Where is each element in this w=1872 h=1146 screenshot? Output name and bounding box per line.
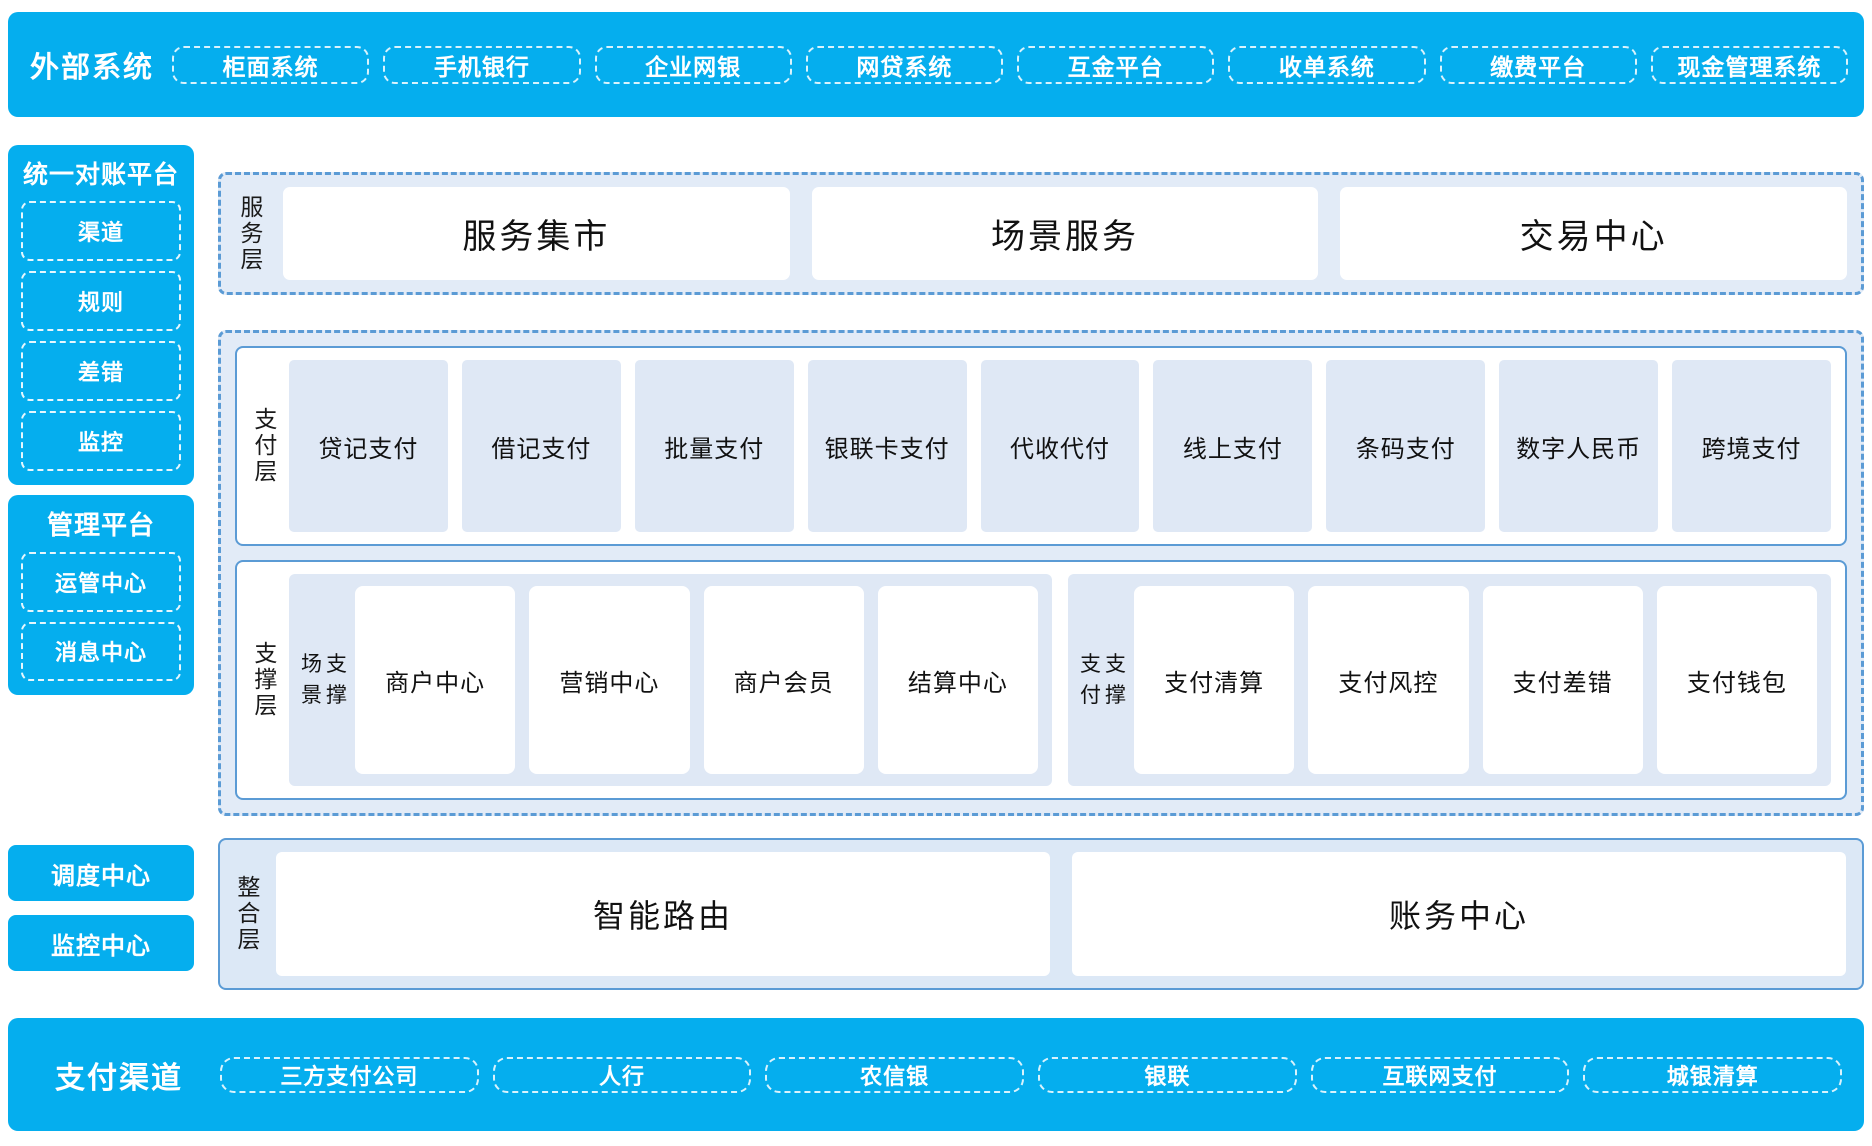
payment-channel-chip[interactable]: 互联网支付	[1310, 1056, 1570, 1093]
payment-layer-item[interactable]: 贷记支付	[289, 360, 448, 532]
support-layer-card[interactable]: 商户中心	[355, 586, 516, 774]
support-layer-label: 支撑层	[250, 641, 277, 719]
payment-channels-list: 三方支付公司人行农信银银联互联网支付城银清算	[220, 1056, 1843, 1093]
reconciliation-module-chip[interactable]: 差错	[21, 341, 181, 401]
service-layer-card[interactable]: 场景服务	[811, 187, 1319, 280]
support-layer-card[interactable]: 支付风控	[1308, 586, 1469, 774]
management-module-chip[interactable]: 消息中心	[21, 621, 181, 681]
external-system-chip[interactable]: 收单系统	[1228, 45, 1426, 84]
support-layer-group: 支付支撑支付清算支付风控支付差错支付钱包	[1068, 574, 1831, 786]
integration-layer-card[interactable]: 账务中心	[1072, 852, 1846, 976]
payment-layer-item[interactable]: 代收代付	[980, 360, 1140, 532]
payment-channel-chip[interactable]: 三方支付公司	[220, 1056, 479, 1093]
service-layer-label: 服务层	[236, 194, 263, 273]
service-layer-region: 服务层 服务集市场景服务交易中心	[218, 172, 1864, 295]
support-group-card-list: 支付清算支付风控支付差错支付钱包	[1134, 586, 1817, 774]
support-layer-card[interactable]: 支付钱包	[1656, 586, 1817, 774]
payment-channel-chip[interactable]: 人行	[492, 1056, 752, 1093]
support-group-card-list: 商户中心营销中心商户会员结算中心	[355, 586, 1038, 774]
support-layer-card: 支撑层 场景支撑商户中心营销中心商户会员结算中心支付支撑支付清算支付风控支付差错…	[235, 560, 1847, 800]
management-platform-title: 管理平台	[46, 510, 155, 540]
integration-layer-card[interactable]: 智能路由	[276, 852, 1050, 976]
external-system-chip[interactable]: 柜面系统	[172, 45, 370, 84]
payment-layer-item[interactable]: 跨境支付	[1672, 360, 1832, 532]
management-module-chip[interactable]: 运管中心	[21, 552, 181, 612]
support-layer-card[interactable]: 支付差错	[1482, 586, 1643, 774]
payment-channel-chip[interactable]: 银联	[1038, 1056, 1297, 1093]
unified-reconciliation-platform-panel[interactable]: 统一对账平台 渠道规则差错监控	[8, 145, 194, 485]
reconciliation-module-chip[interactable]: 规则	[21, 271, 181, 331]
reconciliation-module-chip[interactable]: 监控	[21, 411, 181, 471]
integration-layer-label: 整合层	[233, 875, 260, 953]
payment-channels-bar: 支付渠道 三方支付公司人行农信银银联互联网支付城银清算	[8, 1018, 1864, 1131]
external-system-chip[interactable]: 手机银行	[383, 45, 581, 84]
service-layer-card[interactable]: 交易中心	[1340, 187, 1848, 280]
scheduling-center-button[interactable]: 调度中心	[8, 845, 194, 901]
external-system-chip[interactable]: 企业网银	[594, 45, 792, 84]
external-systems-title: 外部系统	[30, 51, 155, 84]
payment-layer-card: 支付层 贷记支付借记支付批量支付银联卡支付代收代付线上支付条码支付数字人民币跨境…	[235, 346, 1847, 546]
service-layer-card[interactable]: 服务集市	[283, 187, 790, 280]
payment-layer-item[interactable]: 批量支付	[634, 360, 794, 532]
core-platform-region: 支付层 贷记支付借记支付批量支付银联卡支付代收代付线上支付条码支付数字人民币跨境…	[218, 330, 1864, 816]
payment-layer-item-list: 贷记支付借记支付批量支付银联卡支付代收代付线上支付条码支付数字人民币跨境支付	[289, 360, 1832, 532]
payment-layer-item[interactable]: 条码支付	[1326, 360, 1486, 532]
support-layer-card[interactable]: 营销中心	[529, 586, 690, 774]
management-module-list: 运管中心消息中心	[21, 552, 181, 681]
payment-layer-label: 支付层	[250, 407, 277, 485]
external-systems-bar: 外部系统 柜面系统手机银行企业网银网贷系统互金平台收单系统缴费平台现金管理系统	[8, 12, 1864, 117]
support-layer-card[interactable]: 支付清算	[1134, 586, 1295, 774]
integration-layer-card-list: 智能路由账务中心	[276, 852, 1846, 976]
external-systems-list: 柜面系统手机银行企业网银网贷系统互金平台收单系统缴费平台现金管理系统	[172, 45, 1848, 84]
management-platform-panel[interactable]: 管理平台 运管中心消息中心	[8, 495, 194, 695]
payment-channel-chip[interactable]: 农信银	[765, 1056, 1025, 1093]
support-layer-group: 场景支撑商户中心营销中心商户会员结算中心	[289, 574, 1052, 786]
support-layer-card[interactable]: 商户会员	[703, 586, 864, 774]
external-system-chip[interactable]: 现金管理系统	[1650, 45, 1848, 84]
service-layer-card-list: 服务集市场景服务交易中心	[283, 187, 1848, 280]
support-group-label: 场景支撑	[301, 653, 347, 707]
payment-layer-item[interactable]: 线上支付	[1153, 360, 1313, 532]
external-system-chip[interactable]: 互金平台	[1017, 45, 1215, 84]
reconciliation-platform-title: 统一对账平台	[22, 161, 179, 189]
support-layer-group-list: 场景支撑商户中心营销中心商户会员结算中心支付支撑支付清算支付风控支付差错支付钱包	[289, 574, 1831, 786]
support-layer-card[interactable]: 结算中心	[877, 586, 1038, 774]
external-system-chip[interactable]: 缴费平台	[1439, 45, 1637, 84]
integration-layer-region: 整合层 智能路由账务中心	[218, 838, 1864, 990]
monitoring-center-button[interactable]: 监控中心	[8, 915, 194, 971]
support-group-label: 支付支撑	[1080, 653, 1126, 707]
external-system-chip[interactable]: 网贷系统	[805, 45, 1003, 84]
reconciliation-module-list: 渠道规则差错监控	[21, 201, 181, 471]
payment-layer-item[interactable]: 数字人民币	[1499, 360, 1659, 532]
payment-layer-item[interactable]: 银联卡支付	[807, 360, 967, 532]
payment-channels-title: 支付渠道	[55, 1061, 183, 1095]
payment-layer-item[interactable]: 借记支付	[461, 360, 621, 532]
payment-channel-chip[interactable]: 城银清算	[1583, 1056, 1843, 1093]
reconciliation-module-chip[interactable]: 渠道	[21, 201, 181, 261]
